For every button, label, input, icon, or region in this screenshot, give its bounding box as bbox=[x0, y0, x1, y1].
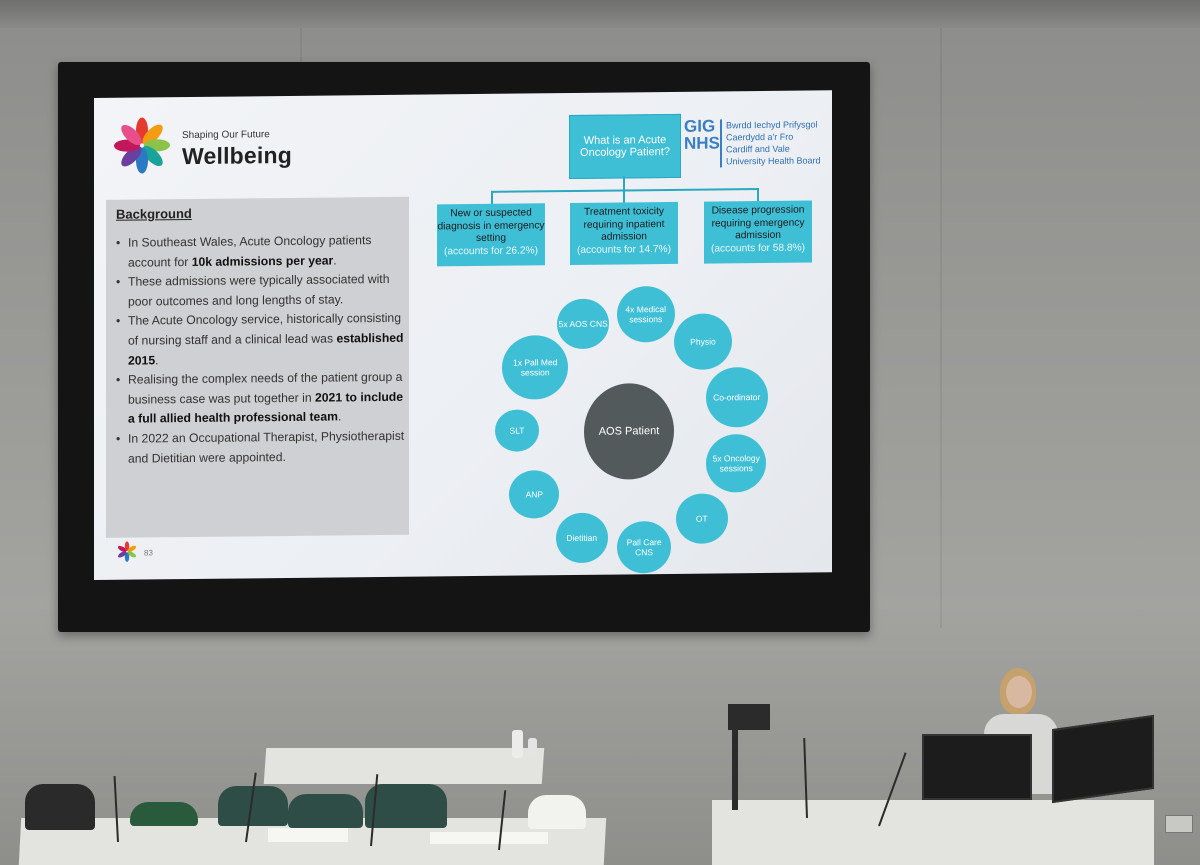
document-camera bbox=[728, 704, 770, 730]
monitor bbox=[1052, 714, 1154, 804]
footer-logo-icon bbox=[117, 541, 137, 562]
bullet-text: . bbox=[155, 352, 159, 367]
category-percent: (accounts for 58.8%) bbox=[711, 242, 805, 255]
background-bullet: These admissions were typically associat… bbox=[116, 270, 406, 312]
monitor bbox=[922, 734, 1032, 800]
slide-number: 83 bbox=[144, 548, 153, 558]
team-member-bubble: 5x AOS CNS bbox=[557, 298, 610, 349]
nhs-divider bbox=[720, 119, 722, 168]
nhs-mark: GIG NHS bbox=[684, 116, 720, 171]
water-bottle bbox=[528, 738, 537, 758]
team-member-bubble: ANP bbox=[509, 469, 560, 519]
category-box: New or suspected diagnosis in emergency … bbox=[437, 203, 545, 267]
ceiling bbox=[0, 0, 1200, 28]
team-member-bubble: OT bbox=[675, 493, 728, 545]
nhs-mark-line: NHS bbox=[684, 133, 720, 153]
nhs-text-line: Caerdydd a'r Fro bbox=[726, 131, 794, 143]
lectern-desk bbox=[712, 800, 1154, 865]
water-bottle bbox=[512, 730, 523, 758]
nhs-text-line: Cardiff and Vale bbox=[726, 143, 790, 155]
brand-subtitle: Shaping Our Future bbox=[182, 129, 270, 142]
team-member-bubble: Co-ordinator bbox=[705, 366, 768, 428]
document-camera-arm bbox=[732, 726, 738, 810]
bullet-text: . bbox=[337, 409, 342, 424]
wall-seam bbox=[940, 28, 942, 628]
background-bullet: The Acute Oncology service, historically… bbox=[116, 309, 406, 371]
background-bullets: In Southeast Wales, Acute Oncology patie… bbox=[116, 231, 406, 469]
category-percent: (accounts for 14.7%) bbox=[577, 243, 671, 256]
background-bullet: In 2022 an Occupational Therapist, Physi… bbox=[116, 427, 406, 469]
presenter-face bbox=[1006, 676, 1032, 708]
category-text: New or suspected diagnosis in emergency … bbox=[437, 207, 545, 244]
background-heading: Background bbox=[116, 205, 192, 222]
category-box: Treatment toxicity requiring inpatient a… bbox=[570, 201, 678, 266]
presentation-slide: Shaping Our Future Wellbeing Background … bbox=[94, 90, 832, 581]
bullet-emphasis: 10k admissions per year bbox=[191, 253, 334, 269]
connector-line bbox=[491, 190, 493, 205]
paper-sheet bbox=[268, 828, 348, 842]
team-member-bubble: Dietitian bbox=[555, 512, 608, 563]
bullet-text: . bbox=[333, 253, 337, 268]
chair bbox=[288, 794, 363, 828]
connector-line bbox=[491, 188, 759, 193]
nhs-logo: GIG NHS Bwrdd Iechyd Prifysgol Caerdydd … bbox=[684, 116, 824, 171]
nhs-board-name: Bwrdd Iechyd Prifysgol Caerdydd a'r Fro … bbox=[726, 118, 821, 167]
chair bbox=[25, 784, 95, 830]
table bbox=[263, 748, 545, 784]
connector-line bbox=[623, 176, 625, 191]
connector-line bbox=[757, 188, 759, 203]
chair bbox=[365, 784, 447, 828]
category-text: Treatment toxicity requiring inpatient a… bbox=[583, 206, 665, 243]
bullet-text: In 2022 an Occupational Therapist, Physi… bbox=[128, 428, 405, 466]
center-circle: AOS Patient bbox=[584, 382, 674, 480]
team-member-bubble: Physio bbox=[673, 312, 732, 370]
wall-socket bbox=[1165, 815, 1193, 833]
nhs-text-line: University Health Board bbox=[726, 155, 821, 167]
flower-logo-icon bbox=[114, 117, 170, 174]
category-box: Disease progression requiring emergency … bbox=[704, 200, 812, 264]
team-member-bubble: 5x Oncology sessions bbox=[706, 433, 767, 493]
category-percent: (accounts for 26.2%) bbox=[444, 244, 538, 257]
chair bbox=[528, 795, 586, 829]
background-panel: Background In Southeast Wales, Acute Onc… bbox=[106, 196, 409, 538]
nhs-text-line: Bwrdd Iechyd Prifysgol bbox=[726, 119, 818, 131]
team-member-bubble: 4x Medical sessions bbox=[616, 285, 675, 343]
connector-line bbox=[623, 189, 625, 204]
brand-title: Wellbeing bbox=[182, 141, 292, 170]
bullet-text: These admissions were typically associat… bbox=[128, 272, 390, 309]
question-box: What is an Acute Oncology Patient? bbox=[569, 113, 681, 180]
background-bullet: In Southeast Wales, Acute Oncology patie… bbox=[116, 231, 406, 273]
nhs-mark-line: GIG bbox=[684, 116, 716, 136]
category-text: Disease progression requiring emergency … bbox=[711, 204, 805, 242]
team-member-bubble: SLT bbox=[495, 409, 540, 452]
team-member-bubble: 1x Pall Med session bbox=[502, 334, 569, 400]
team-member-bubble: Pall Care CNS bbox=[617, 520, 672, 574]
background-bullet: Realising the complex needs of the patie… bbox=[116, 368, 406, 430]
paper-sheet bbox=[430, 832, 548, 844]
chair bbox=[130, 802, 198, 826]
